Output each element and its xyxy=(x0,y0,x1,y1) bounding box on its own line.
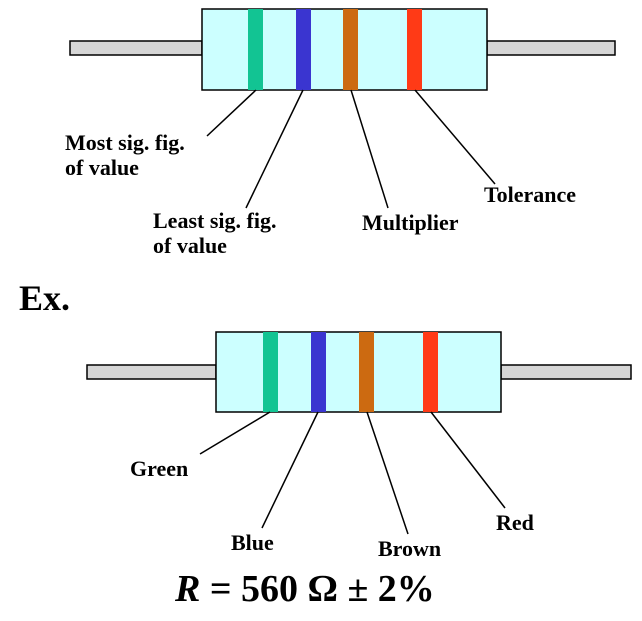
leader-most-sig xyxy=(206,89,257,137)
example-resistor-body xyxy=(215,331,502,413)
leader-multiplier xyxy=(350,89,389,209)
top-left-lead xyxy=(69,40,203,56)
example-band-3 xyxy=(359,332,374,412)
example-heading: Ex. xyxy=(19,278,71,318)
tolerance-label: Tolerance xyxy=(484,182,577,207)
top-band-4 xyxy=(407,9,422,90)
leader-blue xyxy=(261,411,319,529)
most-sig-label-line2: of value xyxy=(65,155,139,181)
result-equation: R = 560 Ω ± 2% xyxy=(175,568,435,612)
leader-red xyxy=(430,411,506,509)
result-equals: = xyxy=(200,568,242,610)
least-sig-label-line1: Least sig. fig. xyxy=(153,208,277,233)
leader-tolerance xyxy=(414,89,496,185)
blue-label: Blue xyxy=(231,530,274,555)
example-band-4 xyxy=(423,332,438,412)
top-band-2 xyxy=(296,9,311,90)
top-right-lead xyxy=(486,40,616,56)
top-band-1 xyxy=(248,9,263,90)
least-sig-label: Least sig. fig. of value xyxy=(153,208,276,259)
most-sig-label: Most sig. fig. of value xyxy=(65,130,185,181)
example-band-2 xyxy=(311,332,326,412)
multiplier-label: Multiplier xyxy=(362,210,459,235)
brown-label: Brown xyxy=(378,536,442,561)
example-left-lead xyxy=(86,364,217,380)
most-sig-label-line1: Most sig. fig. xyxy=(65,130,185,155)
example-resistor xyxy=(86,331,632,413)
leader-brown xyxy=(366,411,409,535)
leader-least-sig xyxy=(245,89,304,209)
result-symbol: R xyxy=(175,568,201,610)
red-label: Red xyxy=(496,510,534,535)
top-resistor xyxy=(69,8,616,91)
least-sig-label-line2: of value xyxy=(153,233,227,259)
result-value: 560 Ω ± 2% xyxy=(241,568,435,610)
example-right-lead xyxy=(500,364,632,380)
leader-green xyxy=(199,411,271,455)
top-band-3 xyxy=(343,9,358,90)
example-band-1 xyxy=(263,332,278,412)
green-label: Green xyxy=(130,456,189,481)
